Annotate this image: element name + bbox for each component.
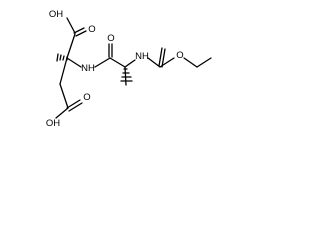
bond-c-o-double-b — [75, 30, 87, 37]
atom-label-oh-top: OH — [49, 9, 63, 20]
bond-ch2-c — [59, 83, 69, 109]
atom-label-carbamate-o-top: O — [107, 33, 114, 44]
bond-oh-c — [66, 17, 76, 34]
bond-ester-o-ch2 — [183, 57, 198, 68]
bond-nh-carbonyl — [94, 57, 111, 68]
bond-c-o-double-a — [73, 27, 85, 34]
bond-c-oh — [55, 107, 69, 119]
atom-label-carbonyl-o-top: O — [88, 24, 95, 35]
bond-nh-carbamate-c — [147, 57, 161, 68]
bond-ala-alpha-nh — [124, 59, 136, 68]
bond-alpha-nh — [66, 57, 82, 68]
atom-label-amide-nh: NH — [81, 63, 95, 74]
stereo-hash-ala — [120, 68, 133, 82]
atom-label-carbonyl-o-bottom: O — [83, 92, 90, 103]
bond-carbamate-c-ester-o — [159, 57, 175, 68]
bond-alpha-ch2 — [59, 57, 68, 85]
bond-carbamate-o-b — [161, 48, 166, 68]
bond-ch2-ch3 — [196, 57, 212, 68]
atom-label-ester-o: O — [176, 50, 183, 61]
bond-ala-methyl — [124, 66, 127, 86]
bond-cooh-alpha — [66, 33, 76, 59]
structure-diagram: OH O O NH NH O O OH — [46, 9, 212, 129]
bond-carbamate-o-a — [158, 47, 163, 67]
bond-c-o-lower-b — [68, 102, 83, 112]
stereo-hash-alpha — [56, 53, 68, 62]
atom-label-carbamate-nh: NH — [135, 51, 149, 62]
bond-c-o-lower-a — [66, 99, 81, 109]
atom-label-oh-bottom: OH — [46, 118, 60, 129]
bond-carbonyl-ala-alpha — [109, 57, 126, 68]
